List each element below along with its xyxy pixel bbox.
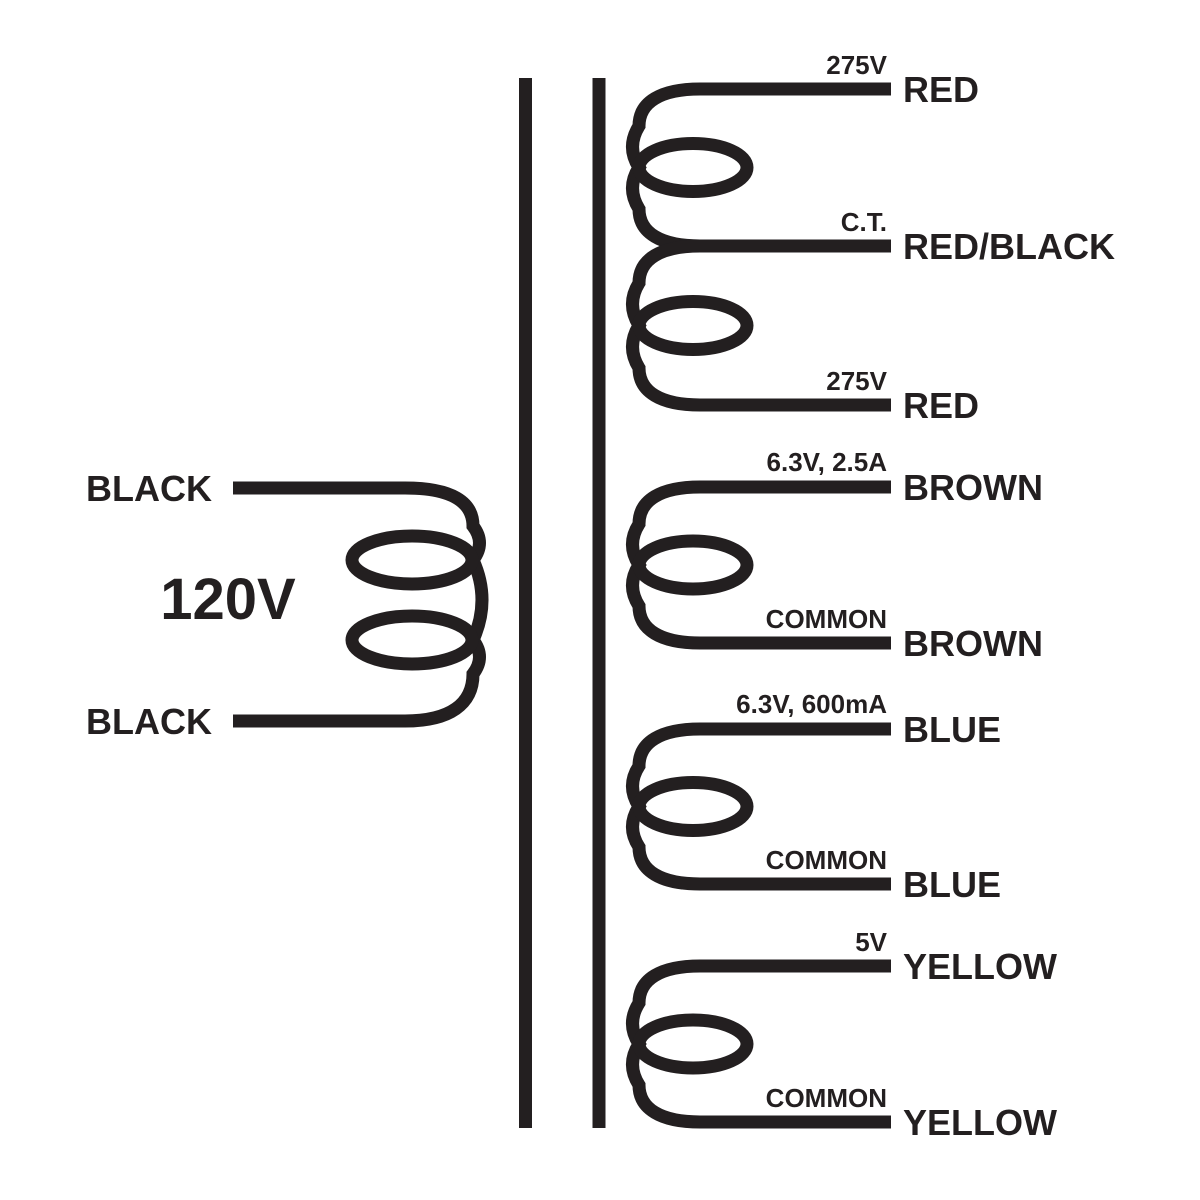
primary-coil-loop — [345, 609, 479, 671]
rectifier-lead-color-label: YELLOW — [903, 946, 1057, 987]
primary-voltage-label: 120V — [160, 567, 296, 632]
hv-center-tap-label: C.T. — [841, 207, 887, 237]
hv-lead-color-label: RED — [903, 69, 979, 110]
heater1-lead-color-label: BROWN — [903, 467, 1043, 508]
hv-coil-loop — [632, 295, 754, 356]
secondary-winding-5v: 5V YELLOW COMMON YELLOW — [626, 927, 1057, 1143]
heater1-lead-color-label: BROWN — [903, 623, 1043, 664]
primary-coil-loop — [345, 529, 479, 591]
rectifier-tap-voltage-label: 5V — [855, 927, 887, 957]
primary-lead-color-label: BLACK — [86, 468, 212, 509]
secondary-winding-heater-2: 6.3V, 600mA BLUE COMMON BLUE — [626, 689, 1001, 905]
secondary-winding-hv: 275V RED C.T. RED/BLACK 275V RED — [626, 50, 1115, 426]
rectifier-common-label: COMMON — [766, 1083, 887, 1113]
primary-coil — [233, 481, 489, 728]
heater1-common-label: COMMON — [766, 604, 887, 634]
transformer-core — [519, 78, 606, 1128]
hv-lead-color-label: RED/BLACK — [903, 226, 1115, 267]
heater2-lead-color-label: BLUE — [903, 709, 1001, 750]
secondary-winding-heater-1: 6.3V, 2.5A BROWN COMMON BROWN — [626, 447, 1043, 664]
heater2-common-label: COMMON — [766, 845, 887, 875]
rectifier-coil-loop — [632, 1013, 754, 1075]
heater1-rating-label: 6.3V, 2.5A — [767, 447, 888, 477]
heater2-rating-label: 6.3V, 600mA — [736, 689, 887, 719]
heater2-coil-loop — [632, 776, 754, 837]
heater2-lead-color-label: BLUE — [903, 864, 1001, 905]
heater1-coil-loop — [632, 534, 754, 596]
hv-tap-voltage-label: 275V — [826, 50, 887, 80]
hv-coil-loop — [632, 137, 754, 198]
primary-winding: BLACK 120V BLACK — [86, 468, 489, 742]
hv-lead-color-label: RED — [903, 385, 979, 426]
hv-tap-voltage-label: 275V — [826, 366, 887, 396]
rectifier-lead-color-label: YELLOW — [903, 1102, 1057, 1143]
primary-lead-color-label: BLACK — [86, 701, 212, 742]
